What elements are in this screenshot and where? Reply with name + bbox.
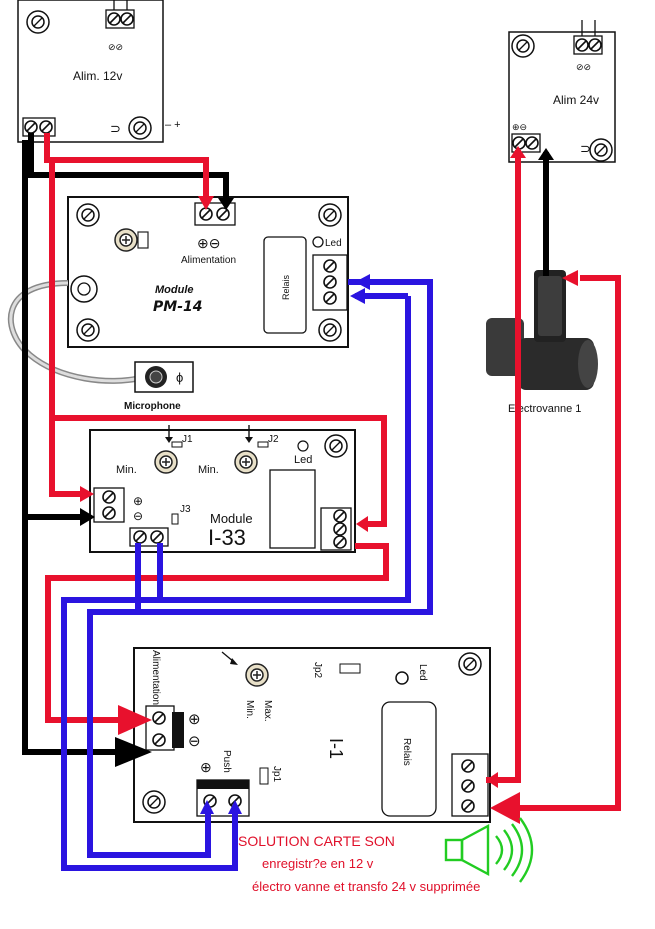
note-line3: électro vanne et transfo 24 v supprimée — [252, 879, 480, 894]
psu-24v-title: Alim 24v — [553, 93, 599, 107]
pm14-led-label: Led — [325, 238, 342, 249]
i33-module-word: Module — [210, 511, 253, 526]
note-line2: enregistr?e en 12 v — [262, 856, 374, 871]
i33-min1: Min. — [116, 464, 137, 476]
i1-relay-label: Relais — [401, 738, 412, 766]
i33-model: I-33 — [208, 525, 246, 550]
svg-text:⊕: ⊕ — [188, 711, 201, 728]
svg-text:⊃: ⊃ — [580, 141, 591, 156]
i1-model: I-1 — [326, 738, 346, 759]
pm14-relay-label: Relais — [281, 274, 291, 300]
svg-text:⊕: ⊕ — [200, 759, 212, 775]
svg-text:⊖: ⊖ — [133, 509, 143, 523]
speaker-icon — [444, 817, 534, 883]
svg-text:⊕⊖: ⊕⊖ — [512, 122, 527, 132]
i33-led-label: Led — [294, 454, 312, 466]
i1-jp2: Jp2 — [312, 662, 323, 679]
psu-12v-title: Alim. 12v — [73, 69, 122, 83]
module-i1: Max. Min. Alimentation ⊕ ⊖ Jp2 Led I-1 R… — [133, 647, 491, 823]
module-i33: J1 J2 Min. Min. Led ⊕ ⊖ J3 Module I-33 — [89, 425, 356, 553]
i33-min2: Min. — [198, 464, 219, 476]
i1-power-label: Alimentation — [150, 650, 161, 705]
svg-text:⊘⊘: ⊘⊘ — [576, 62, 591, 72]
psu-12v: ⊘⊘ Alim. 12v ⊃ – + — [17, 0, 181, 143]
svg-text:ϕ: ϕ — [176, 370, 183, 385]
i1-led-label: Led — [417, 664, 428, 681]
microphone-label: Microphone — [124, 401, 181, 412]
i1-max-label: Max. — [262, 700, 273, 722]
i33-j1: J1 — [182, 434, 193, 445]
pm14-power-symbols: ⊕⊖ — [197, 235, 220, 251]
i1-min-label: Min. — [244, 700, 255, 719]
psu-12v-polarity: – + — [165, 119, 181, 131]
svg-text:⊘⊘: ⊘⊘ — [108, 42, 123, 52]
pm14-model: PM-14 — [153, 299, 203, 315]
i33-j3: J3 — [180, 504, 191, 515]
svg-text:⊃: ⊃ — [110, 121, 121, 136]
solenoid-valve-icon: Electrovanne 1 — [486, 270, 598, 415]
note-line1: SOLUTION CARTE SON — [238, 833, 395, 849]
wires — [22, 133, 621, 871]
i1-jp1: Jp1 — [271, 766, 282, 783]
valve-label: Electrovanne 1 — [508, 403, 581, 415]
i1-push-label: Push — [221, 750, 232, 773]
pm14-power-label: Alimentation — [181, 255, 236, 266]
svg-text:⊕: ⊕ — [133, 494, 143, 508]
psu-24v: ⊘⊘ Alim 24v ⊕⊖ ⊃ — [508, 20, 616, 163]
pm14-module-word: Module — [155, 284, 194, 296]
svg-text:⊖: ⊖ — [188, 733, 201, 750]
i33-j2: J2 — [268, 434, 279, 445]
module-pm14: ⊕⊖ Alimentation Module PM-14 Relais Led — [67, 196, 349, 348]
solution-note: SOLUTION CARTE SON enregistr?e en 12 v é… — [238, 833, 480, 894]
